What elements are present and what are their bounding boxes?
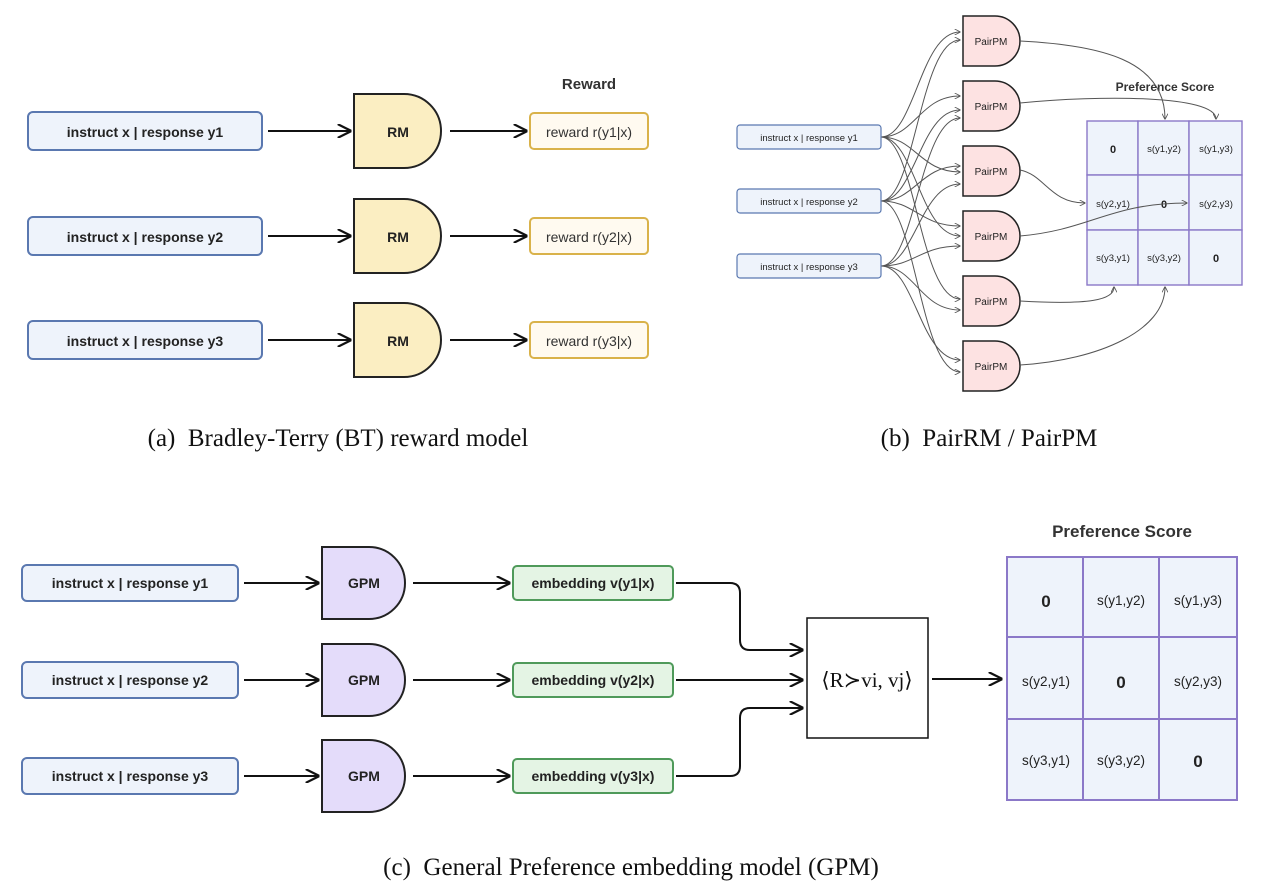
rm-block-2 bbox=[353, 198, 442, 274]
gpm-input-box-y1 bbox=[21, 564, 239, 602]
reward-box-y1 bbox=[529, 112, 649, 150]
pairpm-block-6 bbox=[962, 340, 1021, 392]
operator-formula: ⟨R≻vi, vj⟩ bbox=[821, 668, 912, 692]
pair-input-label-y3: instruct x | response y3 bbox=[760, 262, 858, 273]
caption-a: (a) Bradley-Terry (BT) reward model bbox=[148, 425, 529, 452]
input-to-pairpm-connections bbox=[880, 32, 960, 372]
gpm-cell-1-3: s(y1,y3) bbox=[1174, 593, 1222, 608]
pair-cell-3-3: 0 bbox=[1213, 253, 1219, 265]
gpm-cell-3-3: 0 bbox=[1193, 752, 1202, 771]
pairpm-blocks: PairPM PairPM PairPM PairPM PairPM PairP… bbox=[962, 15, 1021, 392]
gpm-input-box-y3 bbox=[21, 757, 239, 795]
gpm-input-label-y2: instruct x | response y2 bbox=[52, 672, 209, 688]
rm-block-3 bbox=[353, 302, 442, 378]
pairpm-label-4: PairPM bbox=[975, 232, 1008, 243]
input-box-y1 bbox=[27, 111, 263, 151]
pairpm-block-2 bbox=[962, 80, 1021, 132]
reward-header: Reward bbox=[562, 76, 616, 93]
embedding-box-y2 bbox=[512, 662, 674, 698]
gpm-label-3: GPM bbox=[348, 768, 380, 784]
rm-label-3: RM bbox=[387, 333, 409, 349]
gpm-block-2 bbox=[321, 643, 406, 717]
pairpm-block-4 bbox=[962, 210, 1021, 262]
arrow-embedding-3-to-operator bbox=[676, 708, 802, 777]
embedding-box-y3 bbox=[512, 758, 674, 794]
pair-cell-3-2: s(y3,y2) bbox=[1147, 253, 1181, 264]
panel-c: instruct x | response y1 GPM embedding v… bbox=[21, 522, 1238, 881]
gpm-input-label-y3: instruct x | response y3 bbox=[52, 768, 209, 784]
pair-matrix-header: Preference Score bbox=[1116, 80, 1215, 94]
input-label-y1: instruct x | response y1 bbox=[67, 124, 224, 140]
gpm-cell-2-3: s(y2,y3) bbox=[1174, 674, 1222, 689]
pairpm-block-1 bbox=[962, 15, 1021, 67]
reward-box-y3 bbox=[529, 321, 649, 359]
gpm-cell-2-1: s(y2,y1) bbox=[1022, 674, 1070, 689]
rm-label-2: RM bbox=[387, 229, 409, 245]
embedding-label-y2: embedding v(y2|x) bbox=[532, 672, 655, 688]
pair-input-label-y1: instruct x | response y1 bbox=[760, 133, 858, 144]
embedding-label-y1: embedding v(y1|x) bbox=[532, 575, 655, 591]
pair-cell-2-2: 0 bbox=[1161, 199, 1167, 211]
gpm-matrix-header: Preference Score bbox=[1052, 522, 1192, 541]
gpm-label-1: GPM bbox=[348, 575, 380, 591]
gpm-cell-2-2: 0 bbox=[1116, 673, 1125, 692]
pairpm-block-3 bbox=[962, 145, 1021, 197]
rm-block-1 bbox=[353, 93, 442, 169]
input-box-y3 bbox=[27, 320, 263, 360]
operator-box bbox=[806, 617, 929, 739]
pair-cell-2-3: s(y2,y3) bbox=[1199, 199, 1233, 210]
pairpm-label-6: PairPM bbox=[975, 362, 1008, 373]
panel-b: instruct x | response y1 instruct x | re… bbox=[736, 15, 1243, 452]
gpm-block-3 bbox=[321, 739, 406, 813]
gpm-block-1 bbox=[321, 546, 406, 620]
gpm-cell-3-2: s(y3,y2) bbox=[1097, 753, 1145, 768]
pairpm-label-2: PairPM bbox=[975, 102, 1008, 113]
reward-box-y2 bbox=[529, 217, 649, 255]
gpm-preference-matrix: 0 s(y1,y2) s(y1,y3) s(y2,y1) 0 s(y2,y3) … bbox=[1006, 556, 1238, 801]
pair-cell-1-1: 0 bbox=[1110, 144, 1116, 156]
pair-cell-1-3: s(y1,y3) bbox=[1199, 144, 1233, 155]
rm-label-1: RM bbox=[387, 124, 409, 140]
input-label-y3: instruct x | response y3 bbox=[67, 333, 224, 349]
pair-input-label-y2: instruct x | response y2 bbox=[760, 197, 858, 208]
pair-input-box-y2 bbox=[736, 188, 882, 214]
gpm-input-box-y2 bbox=[21, 661, 239, 699]
pairpm-to-matrix-connections bbox=[1019, 40, 1216, 366]
gpm-cell-1-2: s(y1,y2) bbox=[1097, 593, 1145, 608]
arrow-embedding-1-to-operator bbox=[676, 582, 802, 650]
pairpm-block-5 bbox=[962, 275, 1021, 327]
reward-label-y3: reward r(y3|x) bbox=[546, 333, 632, 349]
embedding-box-y1 bbox=[512, 565, 674, 601]
input-box-y2 bbox=[27, 216, 263, 256]
caption-c: (c) General Preference embedding model (… bbox=[383, 854, 879, 881]
caption-b: (b) PairRM / PairPM bbox=[881, 425, 1098, 452]
pair-cell-2-1: s(y2,y1) bbox=[1096, 199, 1130, 210]
panel-a-row-2: instruct x | response y2 RM reward r(y2|… bbox=[27, 198, 649, 274]
input-label-y2: instruct x | response y2 bbox=[67, 229, 224, 245]
reward-label-y2: reward r(y2|x) bbox=[546, 229, 632, 245]
pair-input-box-y1 bbox=[736, 124, 882, 150]
embedding-label-y3: embedding v(y3|x) bbox=[532, 768, 655, 784]
panel-a-row-1: instruct x | response y1 RM reward r(y1|… bbox=[27, 93, 649, 169]
panel-a-row-3: instruct x | response y3 RM reward r(y3|… bbox=[27, 302, 649, 378]
pairpm-label-3: PairPM bbox=[975, 167, 1008, 178]
gpm-label-2: GPM bbox=[348, 672, 380, 688]
gpm-cell-1-1: 0 bbox=[1041, 592, 1050, 611]
reward-label-y1: reward r(y1|x) bbox=[546, 124, 632, 140]
pair-preference-matrix: 0 s(y1,y2) s(y1,y3) s(y2,y1) 0 s(y2,y3) … bbox=[1086, 120, 1243, 286]
pair-cell-1-2: s(y1,y2) bbox=[1147, 144, 1181, 155]
gpm-input-label-y1: instruct x | response y1 bbox=[52, 575, 209, 591]
panel-a: Reward instruct x | response y1 RM rewar… bbox=[27, 76, 649, 452]
pair-input-box-y3 bbox=[736, 253, 882, 279]
pair-cell-3-1: s(y3,y1) bbox=[1096, 253, 1130, 264]
pairpm-label-1: PairPM bbox=[975, 37, 1008, 48]
pairpm-label-5: PairPM bbox=[975, 297, 1008, 308]
gpm-cell-3-1: s(y3,y1) bbox=[1022, 753, 1070, 768]
